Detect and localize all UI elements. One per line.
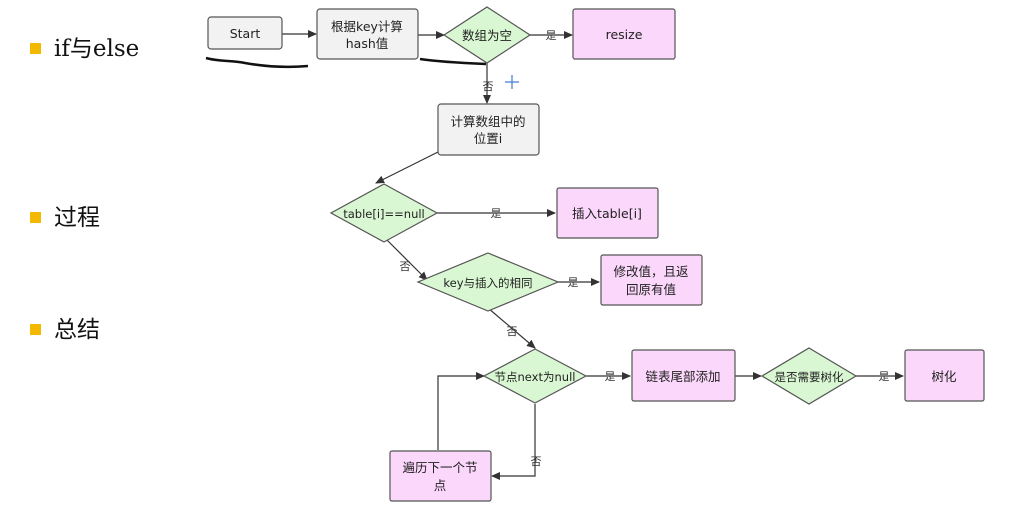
edge-label-yes: 是: [568, 276, 579, 289]
node-hash: [316, 8, 419, 60]
node-modify-label-line1: 修改值，且返: [613, 264, 688, 279]
node-append: [631, 349, 736, 402]
node-start-label: Start: [230, 26, 261, 41]
edge-label-yes: 是: [546, 29, 557, 42]
edge-tnull-keysame: [384, 237, 428, 281]
bullet-item-process: 过程: [30, 198, 100, 232]
edge-labels: 是 否 是 否 是 否 是 是 否: [400, 29, 890, 468]
node-append-label: 链表尾部添加: [645, 369, 720, 384]
bullet-square-icon: [30, 323, 41, 335]
bullet-text: 过程: [54, 205, 100, 231]
node-hash-label-line2: hash值: [346, 36, 389, 51]
edge-label-yes: 是: [491, 207, 502, 220]
node-tree-label: 是否需要树化: [775, 370, 844, 384]
bullet-text: if与else: [54, 36, 140, 62]
node-calc: [437, 103, 540, 156]
node-tree-decision: [760, 347, 858, 405]
edge-label-yes: 是: [605, 370, 616, 383]
node-keysame-label: key与插入的相同: [443, 276, 532, 290]
node-insert: [556, 187, 659, 239]
edge-label-no: 否: [507, 325, 518, 338]
bullet-square-icon: [30, 211, 41, 223]
edge-nextnull-traverse: [491, 404, 536, 480]
bullet-item-if-else: if与else: [30, 29, 139, 63]
edge-label-no: 否: [400, 260, 411, 273]
node-resize: [572, 8, 676, 60]
underline-scribble: [205, 56, 309, 69]
bullet-square-icon: [30, 42, 41, 54]
node-traverse-label-line2: 点: [434, 478, 447, 493]
node-traverse-label-line1: 遍历下一个节: [402, 460, 477, 475]
edge-calc-tnull: [375, 151, 439, 184]
edge-keysame-nextnull: [487, 307, 536, 349]
node-empty-label: 数组为空: [462, 28, 512, 43]
cursor-crosshair-icon: [505, 75, 519, 89]
node-modify: [600, 254, 703, 306]
node-traverse: [389, 450, 492, 502]
node-treeify-label: 树化: [931, 369, 957, 384]
bullet-item-summary: 总结: [30, 310, 100, 344]
edge-label-yes: 是: [879, 370, 890, 383]
bullet-text: 总结: [54, 317, 100, 343]
edge-label-no: 否: [531, 455, 542, 468]
edge-traverse-nextnull: [437, 372, 485, 450]
node-hash-label-line1: 根据key计算: [331, 19, 403, 34]
node-empty-decision: [442, 6, 532, 64]
node-modify-label-line2: 回原有值: [626, 282, 676, 297]
node-calc-label-line2: 位置i: [474, 131, 502, 146]
node-treeify: [904, 349, 985, 402]
node-start: [207, 16, 283, 50]
node-nextnull-decision: [482, 348, 588, 404]
node-resize-label: resize: [606, 27, 643, 42]
node-keysame-decision: [416, 252, 560, 312]
node-insert-label: 插入table[i]: [572, 206, 642, 221]
node-nextnull-label: 节点next为null: [495, 370, 576, 384]
node-tnull-decision: [329, 183, 439, 243]
edge-label-no: 否: [483, 80, 494, 93]
node-tnull-label: table[i]==null: [343, 207, 425, 221]
underline-scribble: [419, 57, 487, 66]
node-calc-label-line1: 计算数组中的: [450, 114, 525, 129]
